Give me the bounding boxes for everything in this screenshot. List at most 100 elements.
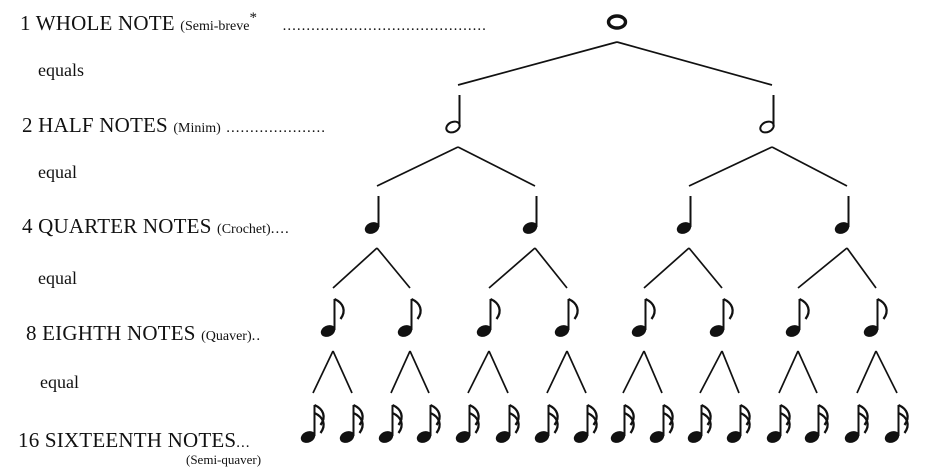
- quarter-number: 4: [22, 214, 33, 238]
- sixteenth-number: 16: [18, 428, 40, 452]
- whole-alt: (Semi-breve: [180, 19, 250, 34]
- note-flag: [352, 403, 364, 426]
- eighth-note-icon: [863, 297, 888, 337]
- note-flag: [798, 297, 810, 320]
- tree-branch: [312, 350, 334, 394]
- tree-branch: [376, 247, 411, 289]
- note-flag: [644, 297, 656, 320]
- tree-branch: [488, 350, 509, 394]
- tree-branch: [875, 350, 898, 394]
- tree-branch: [457, 41, 618, 86]
- tree-branch: [771, 146, 848, 187]
- tree-branch: [488, 247, 536, 289]
- note-flag: [586, 403, 598, 426]
- tree-branch: [797, 350, 818, 394]
- connector-equal-2: equal: [38, 268, 77, 288]
- tree-branch: [546, 350, 568, 394]
- note-flag: [410, 297, 422, 320]
- note-flag: [586, 411, 598, 434]
- sixteenth-note-icon: [649, 403, 674, 443]
- row-quarter-label: 4 QUARTER NOTES (Crochet)....: [22, 214, 290, 242]
- connector-equal-1: equal: [38, 162, 77, 182]
- sixteenth-note-icon: [844, 403, 869, 443]
- sixteenth-note-icon: [726, 403, 751, 443]
- tree-branch: [467, 350, 490, 394]
- note-flag: [739, 411, 751, 434]
- tree-branch: [699, 350, 723, 394]
- tree-branch: [688, 146, 773, 187]
- tree-branch: [778, 350, 799, 394]
- tree-branch: [457, 146, 536, 187]
- quarter-note-icon: [834, 196, 850, 234]
- tree-branch: [566, 350, 587, 394]
- quarter-note-icon: [364, 196, 380, 234]
- sixteenth-leader: ...: [236, 435, 251, 451]
- tree-branch: [688, 247, 723, 289]
- note-flag: [429, 411, 441, 434]
- note-flag: [333, 297, 345, 320]
- half-leader: .....................: [226, 120, 327, 136]
- note-flag: [429, 403, 441, 426]
- tree-branch: [409, 350, 430, 394]
- note-flag: [313, 411, 325, 434]
- note-flag: [547, 403, 559, 426]
- tree-branch: [332, 247, 378, 289]
- note-flag: [817, 403, 829, 426]
- sixteenth-note-icon: [573, 403, 598, 443]
- eighth-leader: ..: [251, 328, 262, 344]
- half-note-icon: [445, 95, 461, 134]
- note-flag: [508, 403, 520, 426]
- quarter-note-icon: [676, 196, 692, 234]
- quarter-name: QUARTER NOTES: [38, 214, 212, 238]
- tree-branch: [390, 350, 411, 394]
- note-flag: [857, 411, 869, 434]
- eighth-note-icon: [709, 297, 734, 337]
- tree-branch: [856, 350, 877, 394]
- tree-branch: [332, 350, 353, 394]
- note-flag: [700, 403, 712, 426]
- whole-leader: ........................................…: [282, 18, 487, 34]
- eighth-alt: (Quaver): [201, 329, 252, 344]
- row-half-label: 2 HALF NOTES (Minim) ...................…: [22, 113, 326, 141]
- tree-branch: [797, 247, 848, 289]
- note-flag: [468, 403, 480, 426]
- sixteenth-note-icon: [455, 403, 480, 443]
- eighth-note-icon: [476, 297, 501, 337]
- connector-equal-3: equal: [40, 372, 79, 392]
- sixteenth-name: SIXTEENTH NOTES: [44, 428, 237, 452]
- sixteenth-note-icon: [339, 403, 364, 443]
- note-flag: [739, 403, 751, 426]
- note-flag: [662, 403, 674, 426]
- sixteenth-note-icon: [687, 403, 712, 443]
- whole-name: WHOLE NOTE: [35, 11, 175, 35]
- eighth-note-icon: [631, 297, 656, 337]
- row-eighth-label: 8 EIGHTH NOTES (Quaver)..: [26, 321, 261, 349]
- quarter-leader: ....: [270, 221, 290, 237]
- note-flag: [700, 411, 712, 434]
- row-sixteenth-label: 16 SIXTEENTH NOTES...: [18, 428, 251, 455]
- sixteenth-note-icon: [534, 403, 559, 443]
- row-whole-label: 1 WHOLE NOTE (Semi-breve* ..............…: [20, 6, 487, 39]
- note-flag: [623, 403, 635, 426]
- note-flag: [897, 403, 909, 426]
- half-number: 2: [22, 113, 33, 137]
- note-flag: [391, 411, 403, 434]
- sixteenth-note-icon: [300, 403, 325, 443]
- sixteenth-note-icon: [378, 403, 403, 443]
- note-flag: [779, 411, 791, 434]
- note-flag: [817, 411, 829, 434]
- eighth-number: 8: [26, 321, 37, 345]
- tree-branches: [312, 41, 898, 394]
- tree-branch: [616, 41, 773, 86]
- half-name: HALF NOTES: [38, 113, 168, 137]
- tree-branch: [643, 350, 663, 394]
- whole-note-icon: [606, 14, 628, 30]
- tree-branch: [622, 350, 645, 394]
- note-flag: [623, 411, 635, 434]
- note-flag: [489, 297, 501, 320]
- eighth-name: EIGHTH NOTES: [42, 321, 196, 345]
- sixteenth-note-icon: [610, 403, 635, 443]
- sixteenth-note-icon: [416, 403, 441, 443]
- note-flag: [897, 411, 909, 434]
- note-flag: [567, 297, 579, 320]
